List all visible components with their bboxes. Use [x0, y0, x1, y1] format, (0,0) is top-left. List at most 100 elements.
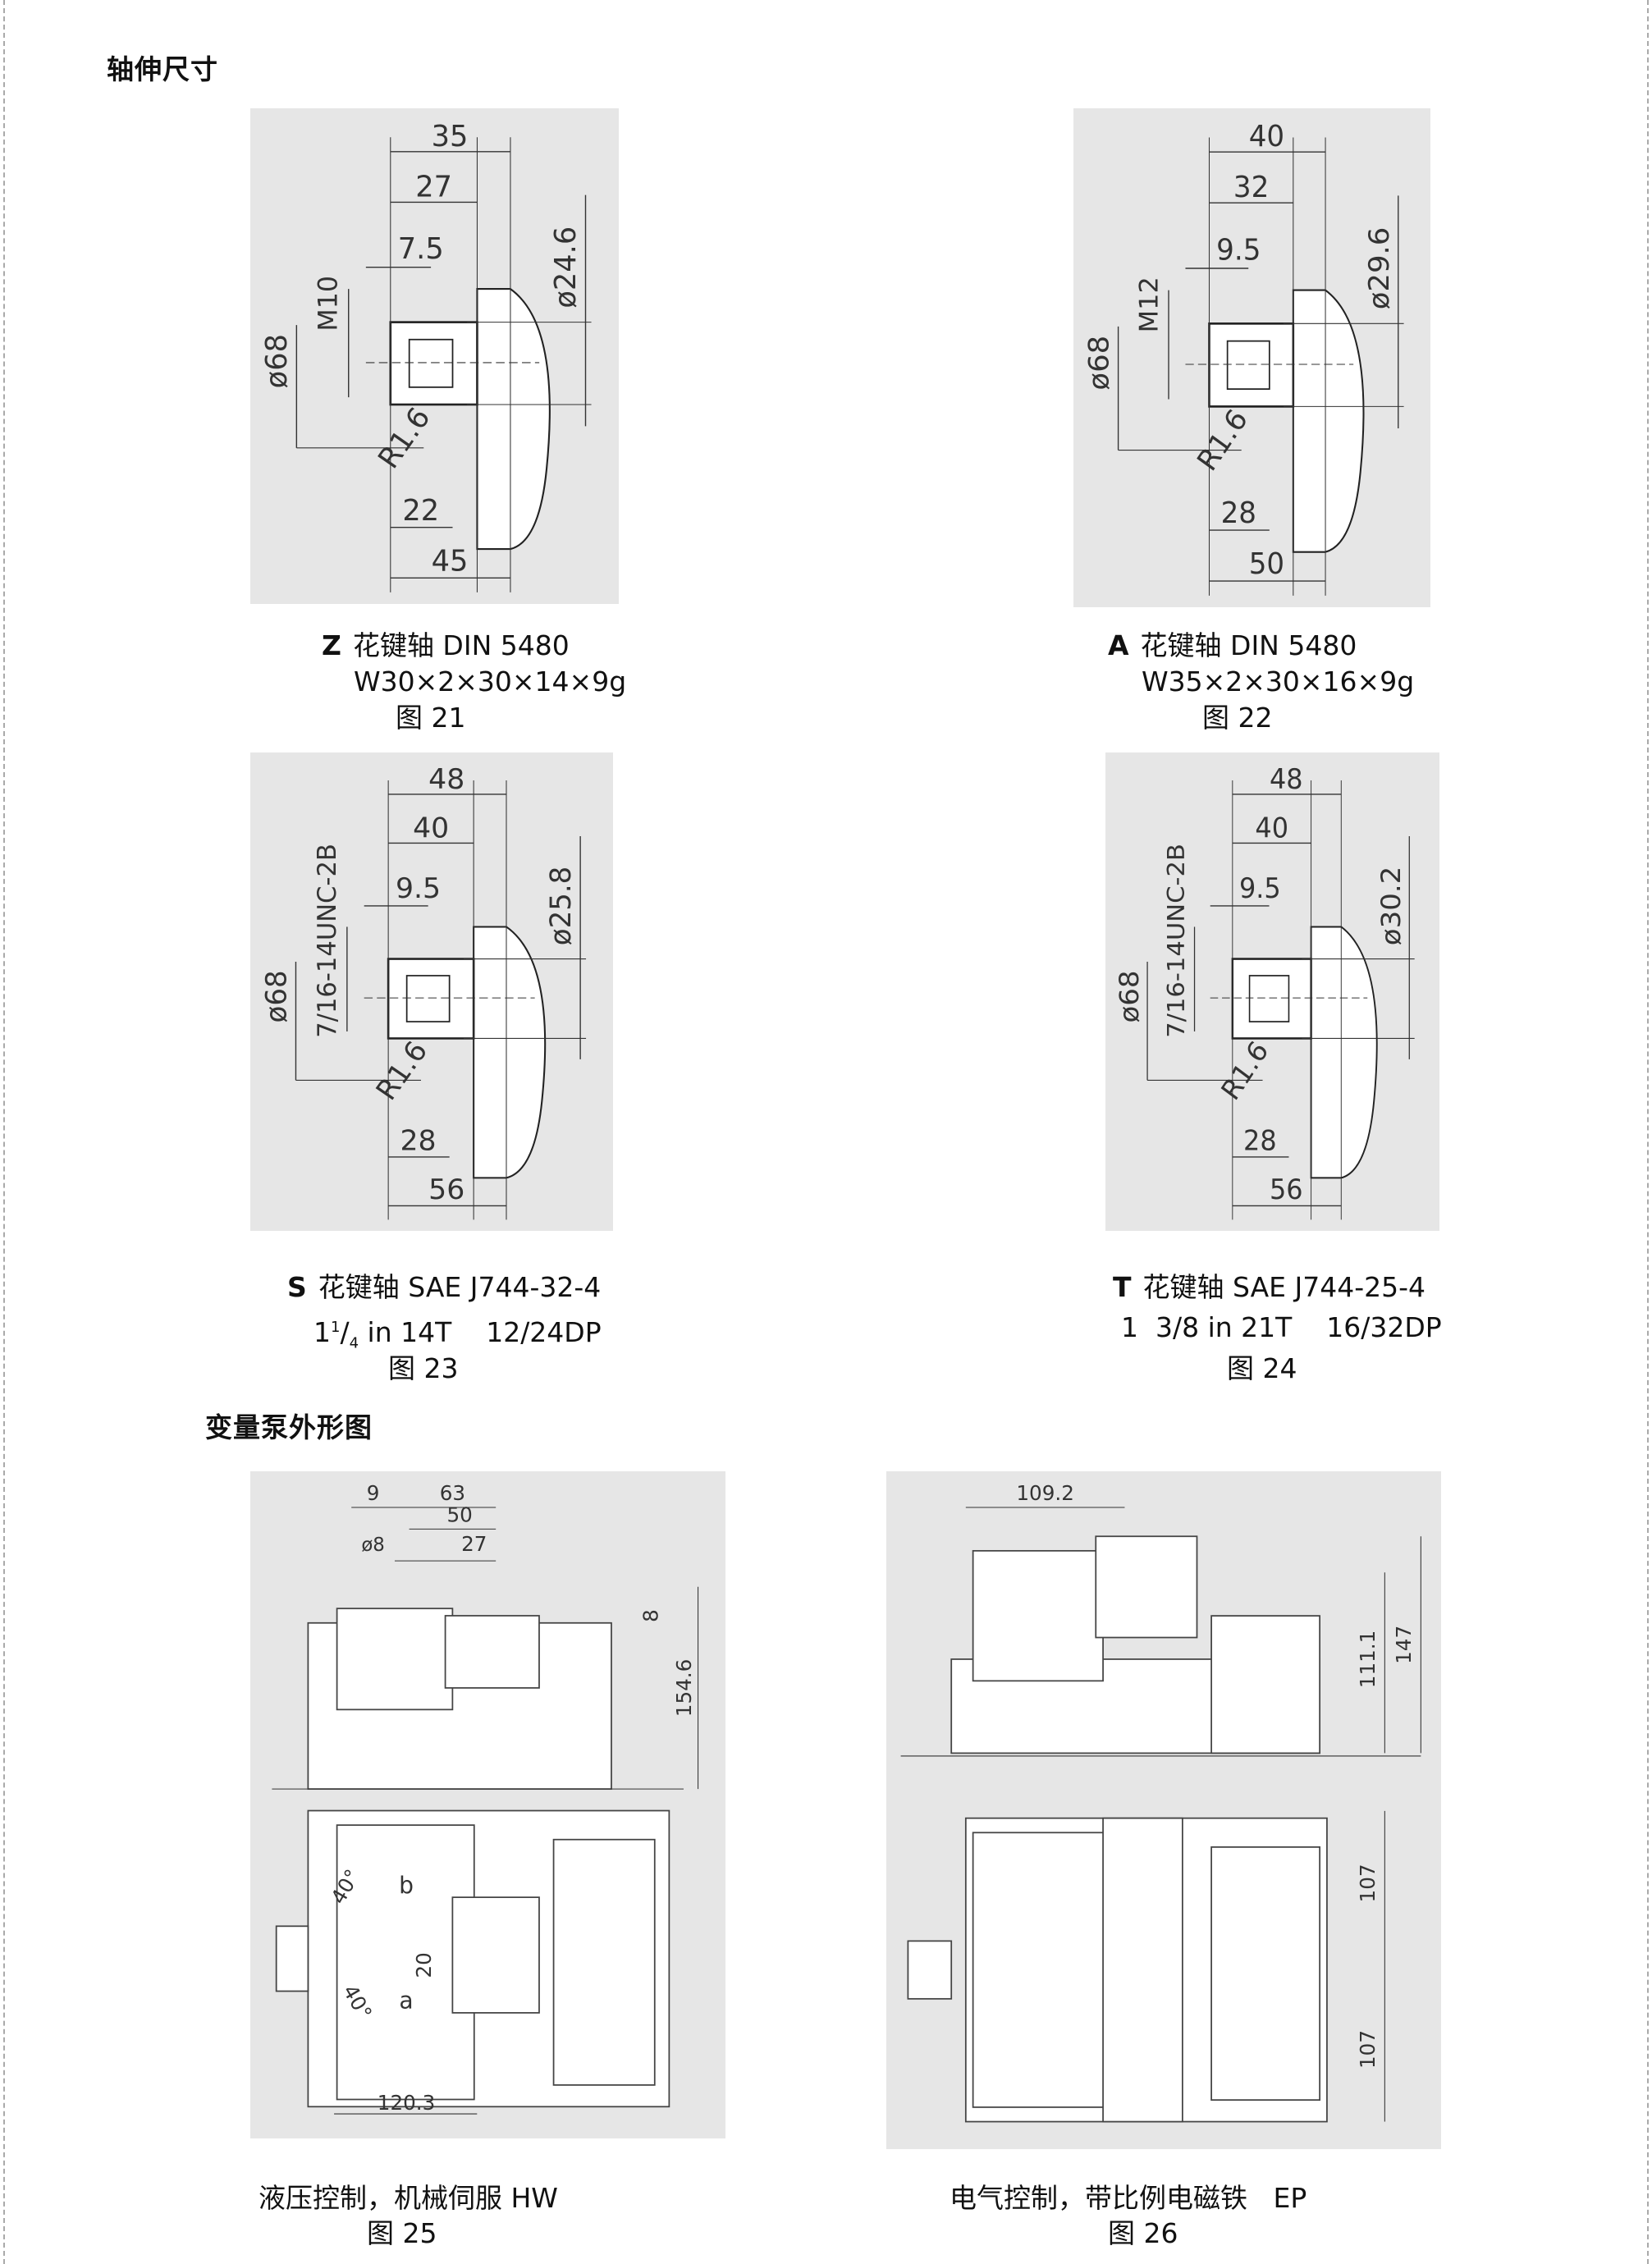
shaft-stub: [275, 1925, 309, 1992]
figure-24-caption-line2: 1 3/8 in 21T 16/32DP: [1121, 1311, 1442, 1343]
size-fraction-num: 1: [331, 1319, 341, 1336]
section-heading-shaft-ends: 轴伸尺寸: [107, 53, 218, 85]
page-border-left: [3, 0, 5, 2264]
dimension-label: 7/16-14UNC-2B: [1162, 844, 1190, 1038]
shaft-code: T: [1113, 1271, 1132, 1303]
figure-24-caption-line1: T 花键轴 SAE J744-25-4: [1113, 1269, 1425, 1306]
control-housing: [972, 1549, 1104, 1682]
dimension-label: 56: [1270, 1173, 1303, 1205]
dimension-label: 28: [1221, 497, 1256, 531]
figure-23-number: 图 23: [388, 1352, 459, 1384]
flange-body: [476, 288, 551, 551]
size-fraction-den: 4: [349, 1334, 359, 1352]
threaded-bore: [1226, 340, 1270, 390]
figure-21-caption-line2: W30×2×30×14×9g: [354, 665, 627, 697]
dimension-label: ø68: [1083, 336, 1115, 391]
dimension-label: 45: [432, 544, 469, 578]
shaft-stub: [907, 1940, 953, 2000]
dimension-label: 48: [1270, 762, 1303, 795]
dimension-label: R1.6: [1215, 1035, 1274, 1106]
dimension-label: 9.5: [1216, 234, 1261, 268]
dimension-label: ø8: [361, 1534, 385, 1556]
dimension-label: 32: [1233, 172, 1269, 205]
shaft: [1231, 958, 1312, 1040]
section-heading-pump-outline: 变量泵外形图: [205, 1411, 373, 1443]
figure-25-number: 图 25: [367, 2217, 437, 2249]
dimension-label: R1.6: [370, 1036, 435, 1106]
control-housing: [336, 1608, 454, 1711]
figure-22-caption-line1: A 花键轴 DIN 5480: [1108, 628, 1357, 664]
dimension-label: ø68: [260, 334, 294, 388]
dimension-label: ø68: [1114, 970, 1145, 1022]
shaft-type: 花键轴 SAE J744-32-4: [318, 1271, 602, 1303]
threaded-bore: [1248, 975, 1290, 1022]
dimension-label: 7.5: [398, 232, 444, 266]
dimension-label: 9.5: [396, 872, 441, 905]
figure-22-number: 图 22: [1202, 702, 1273, 734]
page-border-right: [1647, 0, 1649, 2264]
figure-26-caption: 电气控制，带比例电磁铁 EP: [950, 2182, 1307, 2214]
dimension-label: 50: [1249, 548, 1284, 582]
dimension-label: ø29.6: [1363, 227, 1395, 310]
figure-23-caption-line2: 11/4 in 14T 12/24DP: [313, 1316, 602, 1352]
size-whole: 1: [313, 1316, 331, 1348]
shaft-code: A: [1108, 629, 1129, 661]
dimension-label: 7/16-14UNC-2B: [313, 844, 342, 1038]
dimension-label: 40: [413, 812, 449, 845]
dimension-label: 107: [1356, 1864, 1380, 1902]
dimension-label: 107: [1356, 2030, 1380, 2069]
proportional-solenoid: [1102, 1817, 1183, 2123]
figure-26-number: 图 26: [1108, 2217, 1178, 2249]
dimension-label: R1.6: [372, 401, 437, 474]
dimension-label: 56: [428, 1173, 464, 1206]
figure-25-caption: 液压控制，机械伺服 HW: [259, 2182, 558, 2214]
servo-valve: [444, 1615, 540, 1689]
figure-22-caption-line2: W35×2×30×16×9g: [1142, 665, 1415, 697]
shaft: [1208, 322, 1295, 408]
dimension-label: 120.3: [378, 2091, 436, 2115]
dimension-label: 28: [400, 1125, 436, 1158]
dimension-label: ø68: [260, 970, 293, 1022]
shaft: [387, 958, 475, 1040]
dimension-label: 111.1: [1356, 1631, 1380, 1689]
dimension-label: 63: [440, 1481, 465, 1505]
solenoid: [1095, 1535, 1198, 1639]
dimension-label: 28: [1243, 1123, 1277, 1156]
flange-body: [1292, 289, 1365, 553]
pump-housing-top: [1210, 1846, 1321, 2101]
figure-21-caption-line1: Z 花键轴 DIN 5480: [322, 628, 570, 664]
port-plate: [972, 1832, 1111, 2108]
dimension-label: R1.6: [1192, 404, 1255, 478]
shaft-type: 花键轴 DIN 5480: [1140, 629, 1357, 661]
threaded-bore: [405, 975, 451, 1022]
threaded-bore: [408, 338, 454, 388]
shaft: [389, 321, 478, 406]
flange-body: [1310, 926, 1378, 1179]
shaft-type: 花键轴 DIN 5480: [352, 629, 570, 661]
dimension-label: 35: [432, 120, 469, 153]
dimension-label: 9.5: [1239, 871, 1281, 904]
dimension-label: ø25.8: [545, 867, 578, 945]
dimension-label: M12: [1135, 277, 1164, 332]
dimension-label: 147: [1392, 1626, 1416, 1664]
dimension-label: 22: [402, 494, 439, 528]
dimension-label: b: [399, 1872, 414, 1899]
shaft-code: Z: [322, 629, 341, 661]
dimension-label: 48: [428, 763, 464, 796]
shaft-type: 花键轴 SAE J744-25-4: [1142, 1271, 1426, 1303]
pump-housing: [552, 1838, 656, 2086]
dimension-label: ø24.6: [549, 226, 583, 309]
pump-housing: [1210, 1615, 1321, 1754]
dimension-label: 27: [415, 170, 452, 204]
dimension-label: 8: [638, 1609, 662, 1622]
dimension-label: M10: [314, 276, 344, 332]
dimension-label: 154.6: [672, 1659, 696, 1717]
figure-24-number: 图 24: [1227, 1352, 1297, 1384]
